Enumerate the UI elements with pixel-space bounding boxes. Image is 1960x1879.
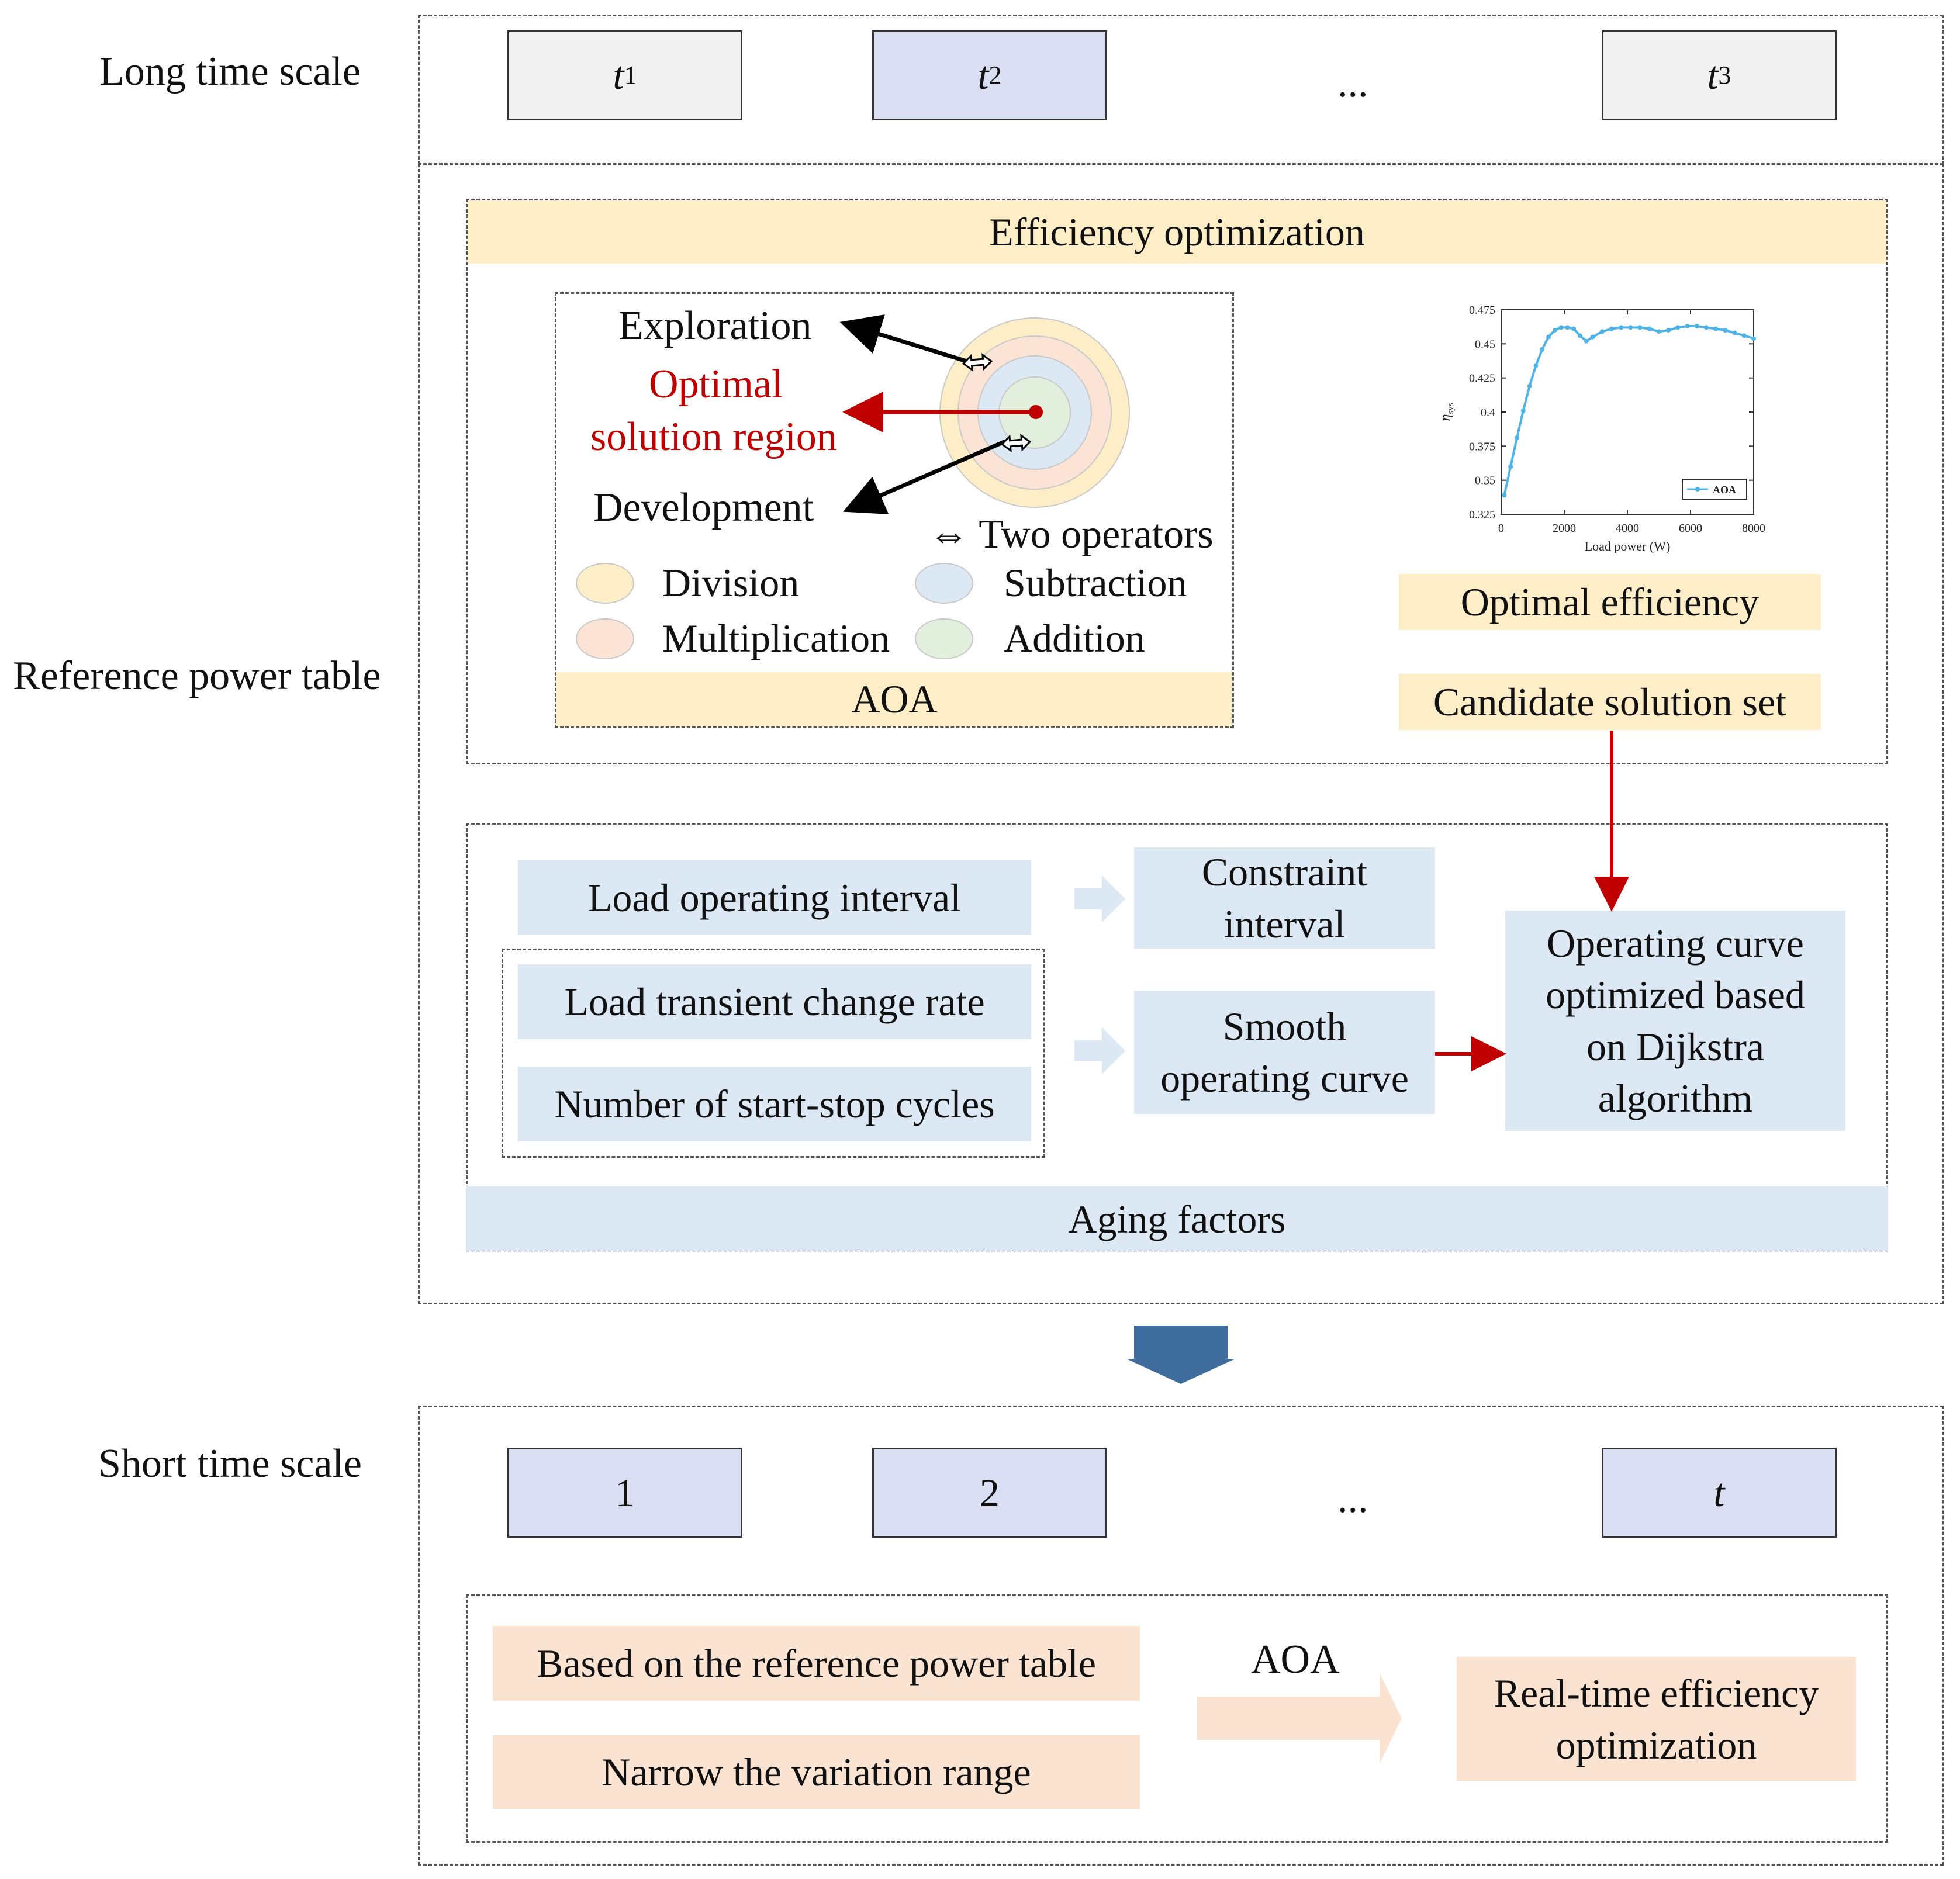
addition-ring: [998, 376, 1071, 449]
optimal-efficiency-label: Optimal efficiency: [1399, 574, 1821, 630]
reference-power-table-frame: [418, 164, 1944, 1304]
aging-factors-footer: Aging factors: [466, 1186, 1888, 1252]
section-down-arrow: [1126, 1326, 1235, 1384]
multiplication-legend-label: Multiplication: [662, 616, 890, 660]
aoa-panel: [555, 292, 1234, 728]
short-slot-1: 1: [507, 1448, 742, 1538]
efficiency-optimization-frame: [466, 199, 1888, 764]
aoa-panel-footer: AOA: [556, 672, 1232, 726]
division-swatch: [576, 563, 634, 604]
efficiency-optimization-title: Efficiency optimization: [468, 200, 1886, 264]
development-label: Development: [593, 485, 814, 530]
realtime-efficiency-optimization: Real-time efficiency optimization: [1457, 1657, 1856, 1781]
candidate-solution-set: Candidate solution set: [1399, 674, 1821, 730]
short-time-scale-frame: [418, 1406, 1944, 1866]
addition-swatch: [915, 618, 973, 659]
constraint-interval: Constraint interval: [1134, 847, 1435, 949]
short-slot-t: t: [1602, 1448, 1837, 1538]
short-slot-ellipsis: ...: [1337, 1476, 1368, 1521]
aging-inputs-group: [502, 949, 1045, 1158]
narrow-variation-range: Narrow the variation range: [493, 1735, 1140, 1809]
optimal-solution-line1: Optimal: [649, 362, 783, 407]
aoa-arrow-label: AOA: [1251, 1637, 1340, 1682]
short-slot-2: 2: [872, 1448, 1107, 1538]
load-transient-change-rate: Load transient change rate: [518, 964, 1031, 1039]
load-operating-interval: Load operating interval: [518, 860, 1031, 935]
optimal-solution-line2: solution region: [590, 414, 837, 459]
realtime-optimization-frame: [466, 1594, 1888, 1843]
short-time-scale-label: Short time scale: [98, 1441, 362, 1486]
subtraction-swatch: [915, 563, 973, 604]
reference-power-table-label: Reference power table: [13, 653, 381, 698]
smooth-operating-curve: Smooth operating curve: [1134, 991, 1435, 1114]
dijkstra-operating-curve: Operating curve optimized based on Dijks…: [1505, 911, 1845, 1131]
based-on-reference-table: Based on the reference power table: [493, 1626, 1140, 1701]
exploration-label: Exploration: [618, 303, 812, 348]
addition-legend-label: Addition: [1004, 616, 1145, 660]
division-legend-label: Division: [662, 560, 800, 605]
long-time-scale-label: Long time scale: [99, 49, 361, 94]
multiplication-swatch: [576, 618, 634, 659]
subtraction-legend-label: Subtraction: [1004, 560, 1187, 605]
double-arrow-icon: ⇔: [928, 512, 969, 557]
long-slot-ellipsis: ...: [1337, 61, 1368, 106]
number-of-start-stop-cycles: Number of start-stop cycles: [518, 1067, 1031, 1141]
two-operators-legend: ⇔ Two operators: [928, 512, 1214, 557]
